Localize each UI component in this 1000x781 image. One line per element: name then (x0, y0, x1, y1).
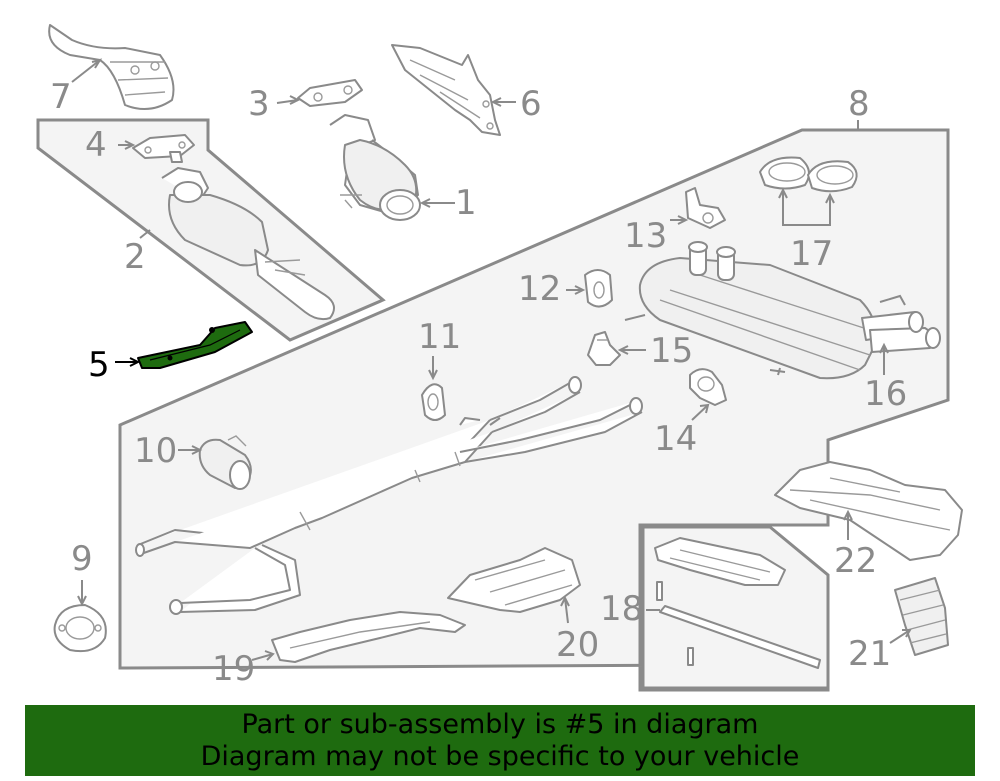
gasket-9[interactable] (53, 604, 107, 653)
callout-19: 19 (212, 649, 255, 689)
callout-18: 18 (600, 589, 643, 629)
banner-line-1: Part or sub-assembly is #5 in diagram (241, 709, 759, 740)
callout-17: 17 (790, 234, 833, 274)
exhaust-tips-17[interactable] (759, 156, 858, 193)
callout-20: 20 (556, 625, 599, 665)
callout-22: 22 (834, 541, 877, 581)
clamp-14[interactable] (689, 368, 727, 406)
callout-11: 11 (418, 317, 461, 357)
callout-13: 13 (624, 216, 667, 256)
callout-12: 12 (518, 269, 561, 309)
callout-10: 10 (134, 431, 177, 471)
callout-3: 3 (248, 84, 270, 124)
heat-shield-7[interactable] (48, 24, 175, 110)
fitment-banner: Part or sub-assembly is #5 in diagram Di… (25, 705, 975, 776)
callout-6: 6 (520, 84, 542, 124)
heat-shield-18[interactable] (654, 537, 821, 669)
callout-4: 4 (85, 125, 107, 165)
heat-pad-21[interactable] (894, 577, 949, 656)
catalytic-converter-1[interactable] (329, 114, 421, 221)
heat-shield-20[interactable] (447, 547, 581, 613)
banner-line-2: Diagram may not be specific to your vehi… (200, 741, 800, 772)
bracket-5-highlighted[interactable] (137, 321, 253, 369)
hanger-12[interactable] (584, 269, 613, 308)
callout-21: 21 (848, 634, 891, 674)
hanger-bracket-13[interactable] (685, 187, 726, 229)
catalytic-converter-2[interactable] (161, 167, 335, 321)
callout-5: 5 (88, 345, 110, 385)
callout-7: 7 (50, 77, 72, 117)
callout-16: 16 (864, 374, 907, 414)
gasket-4[interactable] (132, 134, 195, 163)
sensor-15[interactable] (587, 331, 621, 366)
callout-15: 15 (650, 331, 693, 371)
callout-8: 8 (848, 84, 870, 124)
exhaust-pipe-assembly[interactable] (135, 376, 643, 615)
heat-shield-19[interactable] (271, 611, 466, 663)
heat-shield-22[interactable] (774, 461, 963, 561)
gasket-3[interactable] (297, 79, 363, 107)
hanger-11[interactable] (421, 383, 446, 421)
leader-lines (71, 58, 912, 661)
callout-2: 2 (124, 237, 146, 277)
callout-9: 9 (71, 539, 93, 579)
callout-14: 14 (654, 419, 697, 459)
callout-1: 1 (455, 183, 477, 223)
muffler-16[interactable] (624, 241, 941, 380)
heat-shield-6[interactable] (391, 44, 501, 136)
resonator-10[interactable] (198, 435, 252, 490)
